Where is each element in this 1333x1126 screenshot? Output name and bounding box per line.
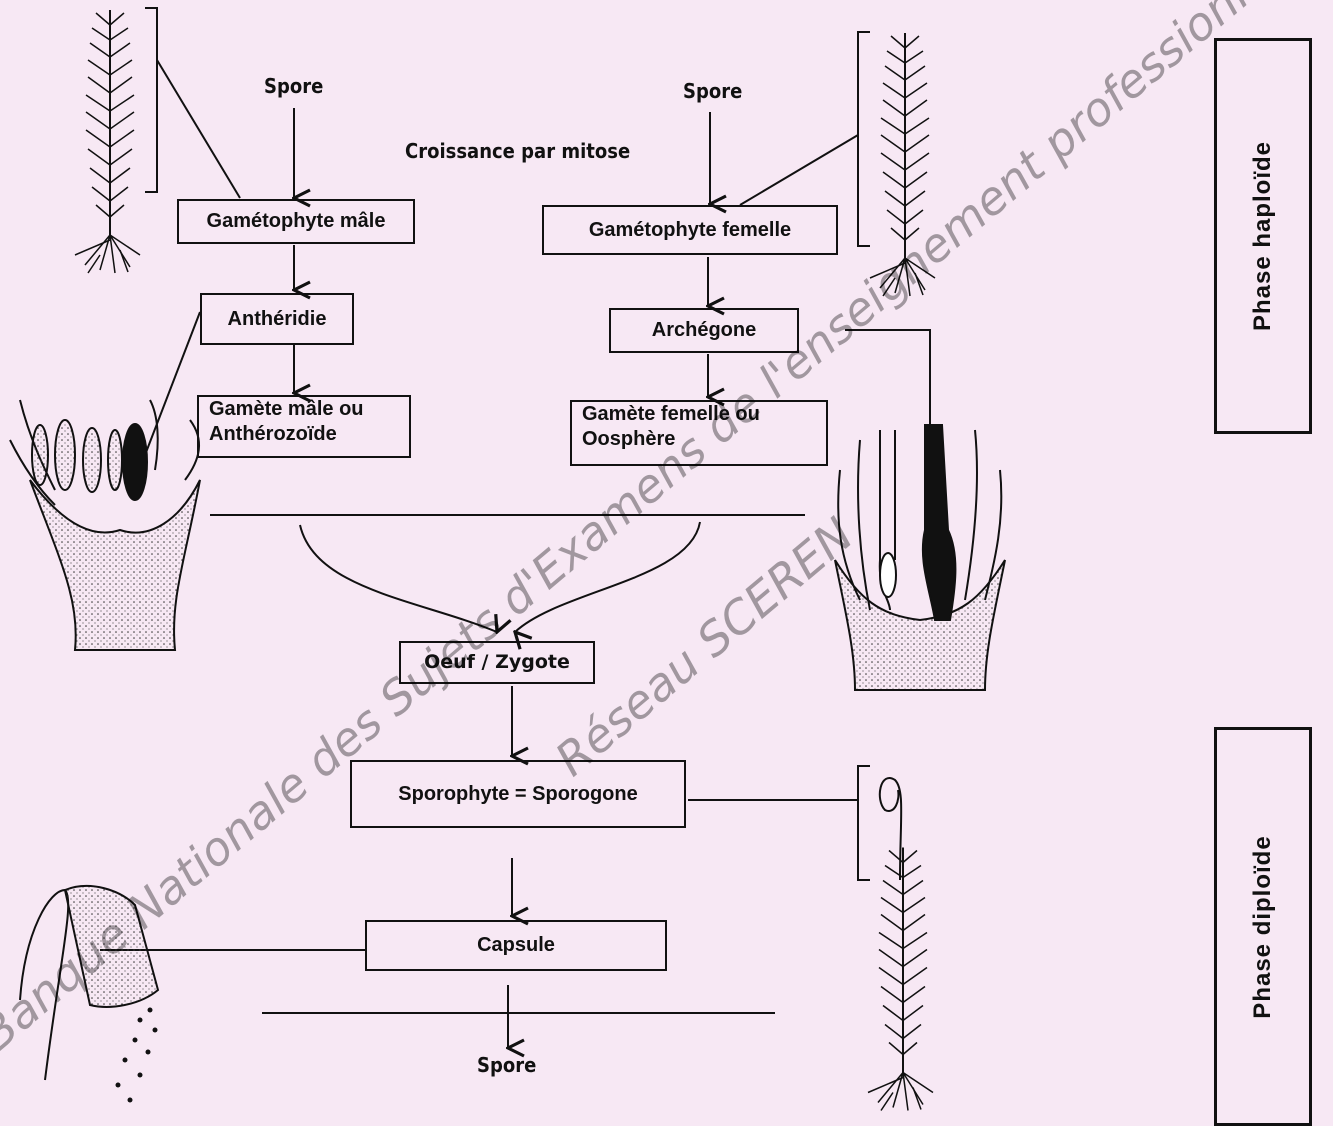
- gamete-femelle-box: Gamète femelle ou Oosphère: [570, 400, 828, 466]
- gamete-male-line2: Anthérozoïde: [209, 422, 337, 447]
- capsule-drawing: [20, 886, 158, 1103]
- oeuf-zygote-box: Oeuf / Zygote: [399, 641, 595, 684]
- gametophyte-male-label: Gamétophyte mâle: [207, 209, 386, 234]
- capsule-label: Capsule: [477, 933, 555, 958]
- gametophyte-male-box: Gamétophyte mâle: [177, 199, 415, 244]
- archegonia-drawing: [835, 425, 1005, 690]
- phase-diploide-label: Phase diploïde: [1249, 835, 1277, 1018]
- antheridie-box: Anthéridie: [200, 293, 354, 345]
- gamete-femelle-line2: Oosphère: [582, 427, 675, 452]
- gamete-male-box: Gamète mâle ou Anthérozoïde: [197, 395, 411, 458]
- sporophyte-box: Sporophyte = Sporogone: [350, 760, 686, 828]
- spore-label-top-left: Spore: [264, 74, 323, 98]
- sporophyte-label: Sporophyte = Sporogone: [398, 782, 637, 807]
- spore-label-bottom: Spore: [477, 1053, 536, 1077]
- moss-male-drawing: [75, 10, 140, 273]
- gametophyte-femelle-label: Gamétophyte femelle: [589, 218, 791, 243]
- archegone-box: Archégone: [609, 308, 799, 353]
- oeuf-zygote-label: Oeuf / Zygote: [424, 651, 570, 675]
- gamete-femelle-line1: Gamète femelle ou: [582, 402, 760, 427]
- croissance-label: Croissance par mitose: [405, 139, 630, 163]
- phase-diploide-box: Phase diploïde: [1214, 727, 1312, 1126]
- antheridie-label: Anthéridie: [228, 307, 327, 332]
- moss-sporophyte-drawing: [868, 848, 933, 1111]
- capsule-box: Capsule: [365, 920, 667, 971]
- phase-haploide-label: Phase haploïde: [1249, 141, 1277, 331]
- spore-label-top-right: Spore: [683, 79, 742, 103]
- antheridia-drawing: [10, 400, 200, 650]
- moss-female-drawing: [870, 33, 935, 296]
- archegone-label: Archégone: [652, 318, 756, 343]
- gamete-male-line1: Gamète mâle ou: [209, 397, 364, 422]
- sporophyte-drawing: [880, 778, 901, 880]
- phase-haploide-box: Phase haploïde: [1214, 38, 1312, 434]
- gametophyte-femelle-box: Gamétophyte femelle: [542, 205, 838, 255]
